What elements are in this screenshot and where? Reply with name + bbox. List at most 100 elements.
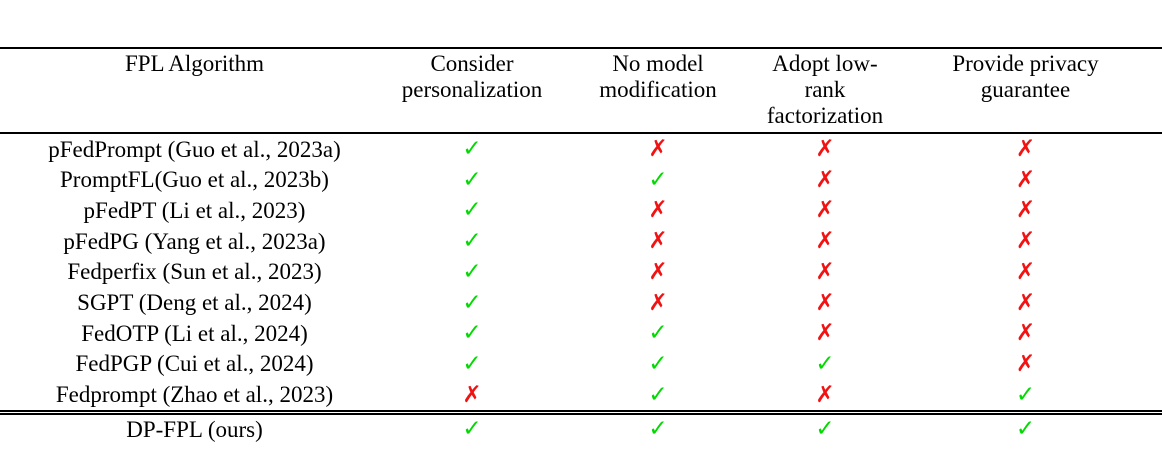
mark-cell: ✓: [555, 410, 761, 444]
mark-cell: ✓: [389, 226, 555, 257]
mark-cell: ✓: [389, 349, 555, 380]
table-row: SGPT (Deng et al., 2024) ✓ ✗ ✗ ✗: [0, 288, 1162, 319]
header-line: No model: [612, 51, 704, 76]
cross-icon: ✗: [648, 289, 668, 316]
algorithm-cell: PromptFL(Guo et al., 2023b): [60, 167, 329, 193]
header-line: Consider: [430, 51, 514, 76]
mark-cell: ✗: [761, 380, 889, 413]
check-icon: ✓: [462, 289, 482, 316]
mark-cell: ✓: [761, 349, 889, 380]
mark-cell: ✗: [889, 257, 1162, 288]
check-icon: ✓: [648, 320, 668, 347]
mark-cell: ✓: [389, 410, 555, 444]
algorithm-cell: FedOTP (Li et al., 2024): [81, 320, 308, 346]
mark-cell: ✗: [761, 318, 889, 349]
mark-cell: ✗: [889, 133, 1162, 165]
cross-icon: ✗: [1015, 320, 1036, 347]
header-line: personalization: [401, 77, 543, 102]
algorithm-cell: Fedperfix (Sun et al., 2023): [67, 259, 322, 285]
check-icon: ✓: [462, 258, 482, 285]
mark-cell: ✗: [889, 195, 1162, 226]
header-line: Adopt low-rank: [772, 51, 878, 102]
algorithm-cell: Fedprompt (Zhao et al., 2023): [55, 382, 334, 408]
cross-icon: ✗: [815, 258, 835, 285]
header-line: Provide privacy: [952, 51, 1099, 76]
algorithm-cell: SGPT (Deng et al., 2024): [77, 290, 312, 316]
cross-icon: ✗: [1015, 258, 1036, 285]
mark-cell: ✗: [889, 318, 1162, 349]
mark-cell: ✗: [555, 195, 761, 226]
table-row: pFedPT (Li et al., 2023)✓✗✗✗: [0, 195, 1162, 226]
mark-cell: ✗: [555, 288, 761, 319]
mark-cell: ✓: [889, 410, 1162, 444]
table-row: Fedprompt (Zhao et al., 2023) ✗ ✓ ✗ ✓: [0, 380, 1162, 413]
cross-icon: ✗: [462, 381, 482, 408]
check-icon: ✓: [462, 228, 482, 255]
cross-icon: ✗: [1015, 166, 1036, 193]
cross-icon: ✗: [1015, 350, 1036, 377]
check-icon: ✓: [815, 350, 835, 377]
mark-cell: ✗: [761, 288, 889, 319]
column-header-consider-personalization: Consider personalization: [389, 47, 555, 134]
check-icon: ✓: [815, 416, 835, 443]
mark-cell: ✗: [555, 133, 761, 165]
mark-cell: ✗: [889, 288, 1162, 319]
mark-cell: ✗: [889, 349, 1162, 380]
mark-cell: ✓: [555, 380, 761, 413]
mark-cell: ✗: [555, 226, 761, 257]
cross-icon: ✗: [648, 136, 668, 162]
table-row: pFedPG (Yang et al., 2023a) ✓ ✗ ✗ ✗: [0, 226, 1162, 257]
table-row: FedPGP (Cui et al., 2024) ✓ ✓ ✓ ✗: [0, 349, 1162, 380]
cross-icon: ✗: [815, 197, 835, 224]
check-icon: ✓: [462, 320, 482, 347]
algorithm-cell: pFedPrompt (Guo et al., 2023a): [48, 136, 341, 162]
column-header-adopt-low-rank-factorization: Adopt low-rank factorization: [761, 47, 889, 134]
cross-icon: ✗: [815, 136, 835, 162]
column-header-no-model-modification: No model modification: [555, 47, 761, 134]
table-row: FedOTP (Li et al., 2024) ✓ ✓ ✗ ✗: [0, 318, 1162, 349]
check-icon: ✓: [1015, 381, 1036, 408]
cross-icon: ✗: [815, 381, 835, 408]
mark-cell: ✗: [761, 257, 889, 288]
table-body: pFedPrompt (Guo et al., 2023a)✓✗✗✗Prompt…: [0, 133, 1162, 444]
check-icon: ✓: [462, 197, 482, 224]
check-icon: ✓: [648, 350, 668, 377]
cross-icon: ✗: [648, 258, 668, 285]
mark-cell: ✓: [389, 318, 555, 349]
table-header: FPL Algorithm Consider personalization N…: [0, 47, 1162, 134]
mark-cell: ✓: [389, 165, 555, 196]
cross-icon: ✗: [648, 228, 668, 255]
algorithm-cell: FedPGP (Cui et al., 2024): [75, 351, 314, 377]
mark-cell: ✓: [389, 195, 555, 226]
mark-cell: ✓: [889, 380, 1162, 413]
check-icon: ✓: [648, 166, 668, 193]
header-line: factorization: [766, 103, 884, 128]
mark-cell: ✓: [389, 288, 555, 319]
cross-icon: ✗: [1015, 289, 1036, 316]
cross-icon: ✗: [648, 197, 668, 224]
header-line: FPL Algorithm: [124, 51, 265, 76]
column-header-fpl-algorithm: FPL Algorithm: [0, 47, 389, 134]
cross-icon: ✗: [1015, 197, 1036, 224]
algorithm-cell: DP-FPL (ours): [0, 410, 389, 444]
cross-icon: ✗: [1015, 228, 1036, 255]
header-line: guarantee: [980, 77, 1071, 102]
cross-icon: ✗: [815, 228, 835, 255]
mark-cell: ✗: [761, 226, 889, 257]
table-row: pFedPrompt (Guo et al., 2023a) ✓ ✗ ✗ ✗: [0, 133, 1162, 165]
check-icon: ✓: [462, 350, 482, 377]
table-row: Fedperfix (Sun et al., 2023) ✓ ✗ ✗ ✗: [0, 257, 1162, 288]
check-icon: ✓: [462, 166, 482, 193]
check-icon: ✓: [1015, 416, 1036, 443]
mark-cell: ✗: [761, 133, 889, 165]
check-icon: ✓: [648, 416, 668, 443]
cross-icon: ✗: [1015, 136, 1036, 162]
table-row: PromptFL(Guo et al., 2023b)✓✓✗✗: [0, 165, 1162, 196]
header-line: modification: [599, 77, 717, 102]
cross-icon: ✗: [815, 289, 835, 316]
mark-cell: ✓: [389, 257, 555, 288]
algorithm-cell: pFedPG (Yang et al., 2023a): [63, 228, 326, 254]
mark-cell: ✓: [555, 349, 761, 380]
check-icon: ✓: [462, 136, 482, 162]
table-row-ours: DP-FPL (ours)✓✓✓✓: [0, 410, 1162, 444]
